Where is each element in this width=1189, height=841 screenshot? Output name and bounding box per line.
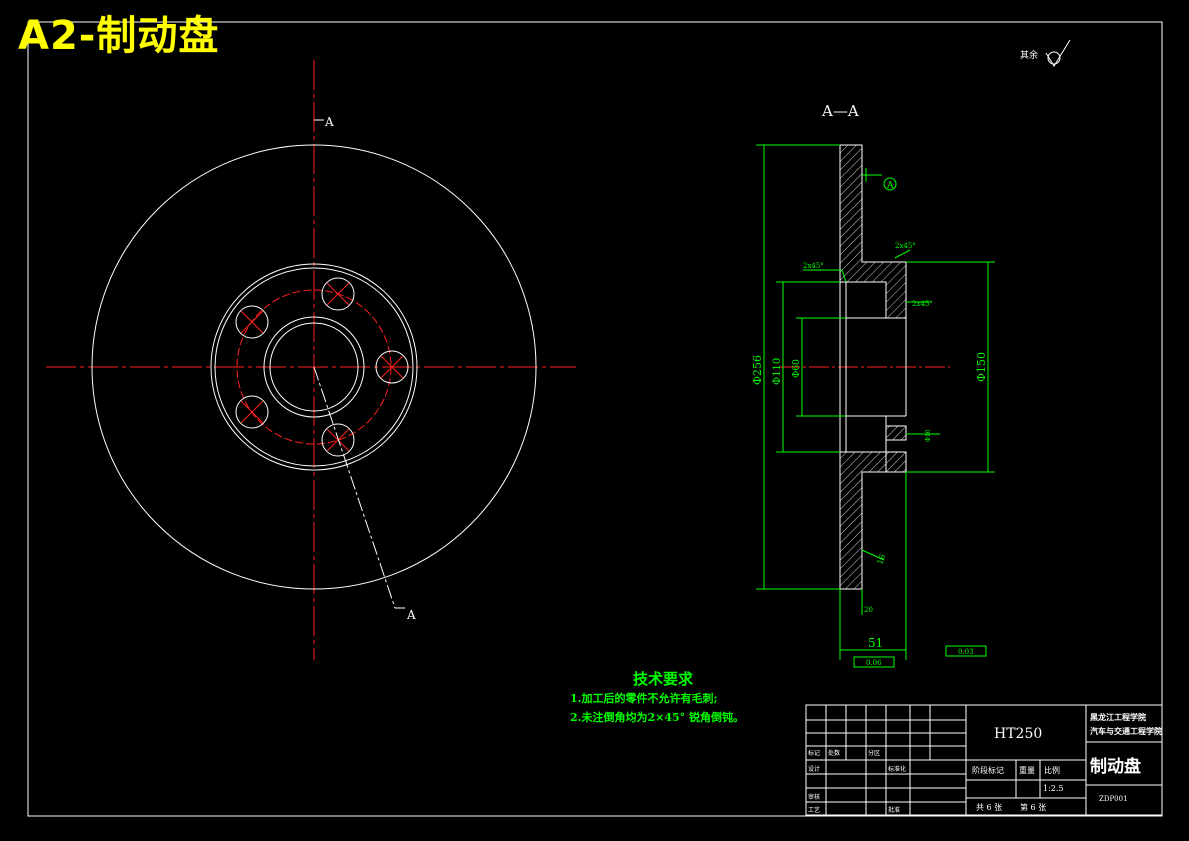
roughness-label: 其余: [1020, 51, 1039, 61]
tol-runout: 0.06: [866, 659, 882, 667]
cut-mark-top: A: [324, 115, 334, 129]
cut-mark-bottom: A: [406, 608, 416, 622]
dim-hole: Φ10: [925, 429, 932, 442]
section-upper-hatch: [839, 144, 907, 319]
tb-row-label: 批准: [888, 807, 901, 814]
section-lower-hatch-body: [839, 451, 907, 590]
dim-thickness: 51: [868, 636, 883, 650]
dim-chamfer-inner: 2x45°: [912, 300, 933, 308]
drawing-number: ZDP001: [1099, 795, 1128, 803]
tech-requirement-item: 1.加工后的零件不允许有毛刺;: [570, 692, 718, 705]
bolt-hole: [235, 305, 269, 339]
hub-outer-circle-2: [214, 267, 414, 467]
material-label: HT250: [994, 726, 1043, 742]
dim-inner-diameter-1: Φ110: [772, 358, 783, 385]
section-cut-line: [313, 366, 396, 609]
tb-row-label: 设计: [808, 766, 821, 773]
bolt-hole: [235, 395, 269, 429]
tb-row-label: 审核: [808, 794, 821, 801]
center-bore-outer: [263, 316, 365, 418]
tech-requirements-title: 技术要求: [633, 670, 694, 688]
sheet-title: A2-制动盘: [18, 13, 220, 59]
bolt-hole: [321, 423, 355, 457]
sheets-total: 共 6 张: [976, 803, 1003, 812]
weight-label: 重量: [1019, 766, 1035, 775]
section-view: A—A: [751, 102, 995, 668]
dim-hub-diameter: Φ150: [975, 352, 988, 382]
bolt-hole: [375, 350, 409, 384]
tb-row-label: 标记: [808, 750, 821, 757]
center-bore-inner: [269, 322, 359, 412]
school-line-2: 汽车与交通工程学院: [1090, 726, 1162, 736]
dim-chamfer-left: 2x45°: [803, 262, 824, 270]
title-block: [805, 704, 1163, 816]
datum-label: A: [886, 181, 894, 191]
tb-row-label: 标准化: [888, 766, 907, 773]
tech-requirement-item: 2.未注倒角均为2×45° 锐角倒钝。: [570, 711, 744, 724]
tb-row-label: 处数: [828, 750, 841, 757]
tb-row-label: 分区: [868, 750, 881, 757]
scale-value: 1:2.5: [1043, 784, 1064, 793]
tb-row-label: 工艺: [808, 807, 821, 814]
roughness-symbol: [1045, 39, 1071, 67]
section-label: A—A: [821, 102, 859, 120]
stage-label: 阶段标记: [972, 766, 1004, 775]
dim-chamfer-top: 2x45°: [895, 242, 916, 250]
part-name: 制动盘: [1090, 757, 1141, 777]
dim-outer-diameter: Φ256: [751, 355, 764, 385]
bolt-hole: [321, 277, 355, 311]
sheet-number: 第 6 张: [1020, 803, 1047, 812]
scale-label: 比例: [1044, 766, 1060, 775]
sheet-border: [27, 21, 1163, 817]
dim-small: 20: [864, 606, 873, 614]
hub-outer-circle: [210, 263, 418, 471]
school-line-1: 黑龙江工程学院: [1090, 712, 1146, 722]
dim-inner-diameter-2: Φ60: [792, 359, 802, 378]
front-view: A A: [46, 60, 576, 660]
bolt-circle: [236, 289, 392, 445]
outer-disk-circle: [91, 144, 537, 590]
tol-flatness-1: 0.03: [958, 648, 974, 656]
bolt-holes: [235, 277, 409, 457]
dim-side: 16: [875, 553, 887, 566]
